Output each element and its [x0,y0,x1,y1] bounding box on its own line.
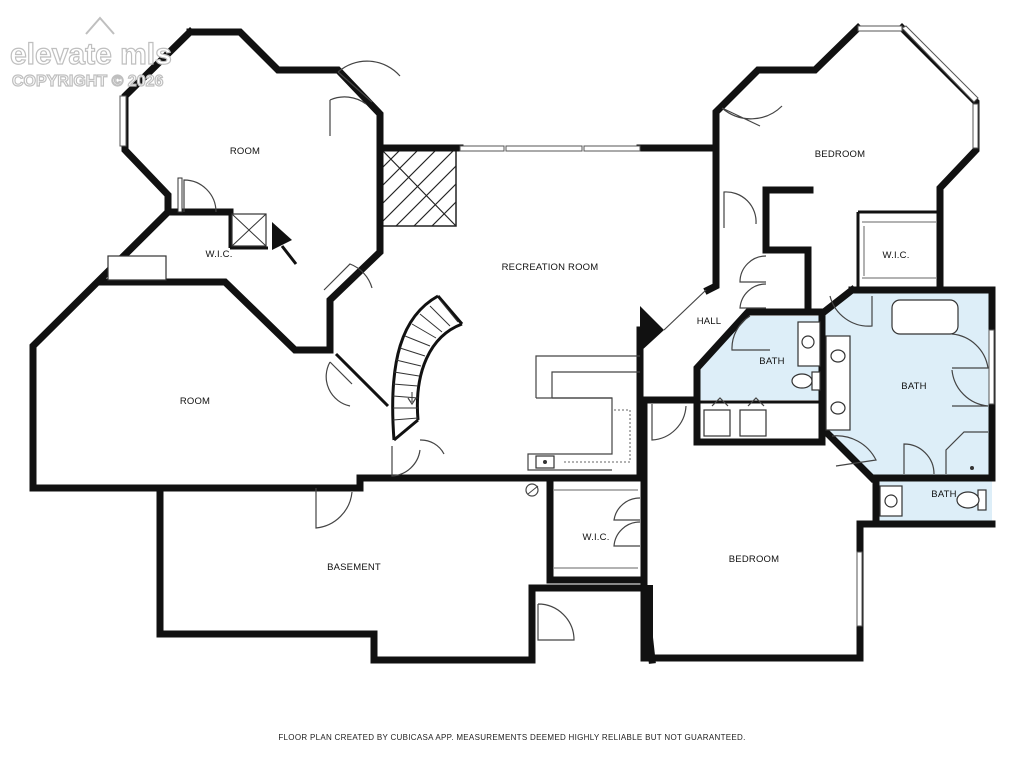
wall-room-top-left [96,28,384,354]
wall-wedge-room [272,222,292,250]
wall-column [641,585,653,660]
label-bedroom-lower: BEDROOM [729,554,780,565]
wall-bedroom-lower [640,396,880,662]
sink-2 [830,401,846,415]
wall-room-left [29,207,364,492]
window-bath-east [988,329,995,405]
toilet-small [791,373,813,389]
label-bath-lower: BATH [931,489,956,500]
label-bath-small: BATH [759,356,784,367]
footer-note: FLOOR PLAN CREATED BY CUBICASA APP. MEAS… [278,733,746,742]
wall-wic-center [546,474,644,584]
watermark-brand: elevate mls [10,38,172,71]
doors [183,60,989,641]
wall-hall-diagonal [703,226,720,295]
label-wic-top-right: W.I.C. [882,250,909,261]
label-bedroom-top: BEDROOM [815,149,866,160]
fixtures [107,177,987,517]
wall-wedge-room-tail [280,245,298,265]
wall-rec-top-right [636,144,720,234]
windows [119,25,995,627]
bathtub [891,299,959,335]
window-bed-top [857,25,903,32]
label-hall: HALL [697,316,722,327]
bath-lower-fill [876,480,992,524]
window-rec-3 [583,145,641,152]
wic-left-door-frame [177,177,183,213]
watermark-logo: elevate mls COPYRIGHT © 2026 [9,16,172,91]
fireplace-hatch [381,149,457,227]
window-room-west [119,95,127,147]
label-room-left: ROOM [180,396,210,407]
curved-stair [391,294,464,442]
wic-left-shelf [107,255,167,281]
room-labels: ROOM W.I.C. ROOM RECREATION ROOM BEDROOM… [180,146,957,573]
wall-bath-small [693,308,826,446]
wall-closet [762,186,812,316]
label-recreation-room: RECREATION ROOM [502,262,599,273]
window-bed-ne [901,25,979,103]
wall-basement [156,484,644,664]
toilet-small-tank [811,371,821,391]
wall-rec-bottom [356,474,644,492]
window-rec-1 [459,145,505,152]
label-wic-center: W.I.C. [582,532,609,543]
sink-1 [830,349,846,363]
wall-wedge-hall [640,306,664,352]
sink-lower [884,494,898,508]
wall-stair-diag [334,352,390,408]
wall-master-lower-diag [819,425,877,483]
logo-roof-icon [85,16,115,35]
window-bed-east [972,103,979,149]
wall-master-bath [848,286,996,528]
toilet-lower [956,491,980,509]
cabinet-2 [739,409,767,437]
bar-counter [525,355,640,497]
window-rec-2 [505,145,583,152]
label-room-top-left: ROOM [230,146,260,157]
watermark-copyright: COPYRIGHT © 2026 [12,73,163,90]
bath-master-fill [824,290,992,478]
window-bed-lower [856,551,863,627]
label-wic-left: W.I.C. [205,249,232,260]
wall-bedroom-top [712,23,863,234]
walls [29,23,996,664]
sink-small [801,335,815,349]
label-basement: BASEMENT [327,562,381,573]
cabinet-1 [703,409,731,437]
wall-master-diag [819,285,857,317]
label-bath-master: BATH [901,381,926,392]
